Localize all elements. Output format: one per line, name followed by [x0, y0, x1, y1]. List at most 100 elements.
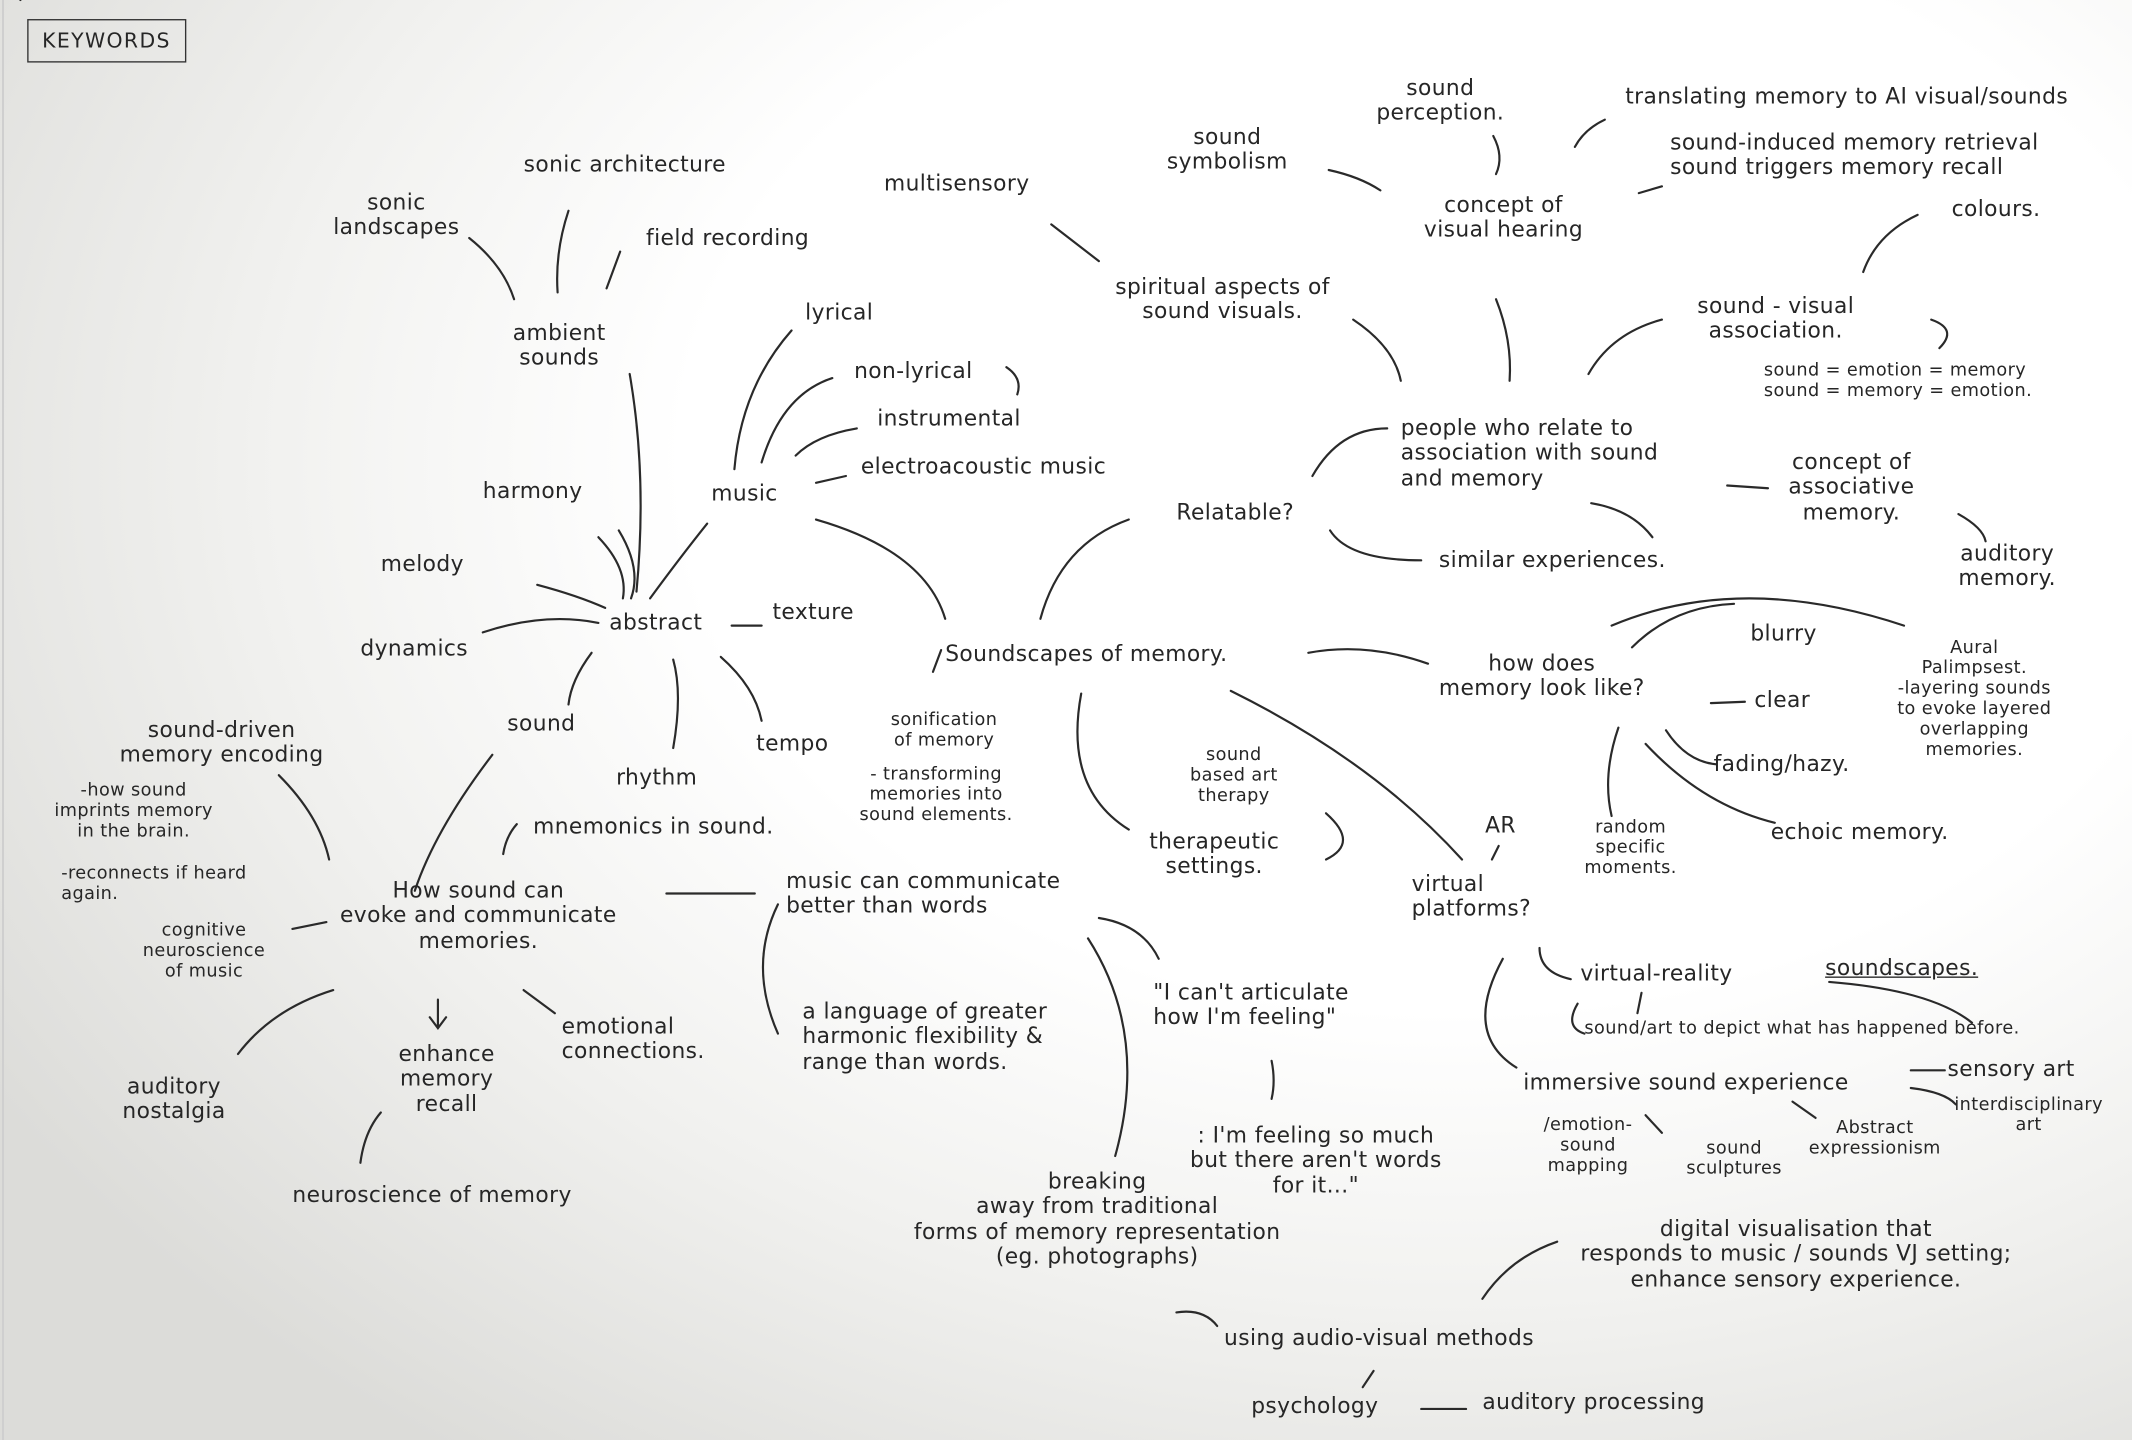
node-field-recording: field recording	[646, 224, 810, 251]
node-cant-articulate: "I can't articulate how I'm feeling"	[1153, 979, 1349, 1031]
node-sound-symbolism: sound symbolism	[1166, 123, 1288, 175]
connector	[1076, 692, 1130, 831]
paper-edge	[2, 0, 4, 1440]
connector	[1311, 427, 1389, 478]
connector	[760, 376, 834, 464]
node-abstract: abstract	[609, 609, 703, 636]
connector	[1610, 597, 1906, 627]
connector	[605, 250, 622, 290]
node-breaking-away: breaking away from traditional forms of …	[913, 1168, 1281, 1270]
node-relatable: Relatable?	[1176, 499, 1295, 525]
node-memory-look-like: how does memory look like?	[1438, 650, 1645, 701]
connector	[1636, 991, 1643, 1015]
connector	[1307, 648, 1430, 665]
node-sound-emotion-memory: sound = emotion = memory sound = memory …	[1763, 360, 2033, 402]
connector	[1828, 980, 1974, 1024]
node-electroacoustic: electroacoustic music	[860, 452, 1107, 479]
connector	[1352, 318, 1402, 382]
node-digital-visualisation: digital visualisation that responds to m…	[1580, 1215, 2012, 1292]
node-people-relate: people who relate to association with so…	[1400, 414, 1659, 491]
connector	[536, 583, 607, 610]
connector	[1630, 602, 1736, 649]
connector	[1573, 118, 1606, 148]
connector	[814, 474, 848, 484]
node-clear: clear	[1754, 686, 1811, 713]
node-sonic-architecture: sonic architecture	[523, 150, 726, 177]
node-tempo: tempo	[756, 730, 829, 757]
connector	[794, 427, 858, 457]
connector	[1086, 937, 1129, 1158]
node-sensory-art: sensory art	[1947, 1055, 2075, 1082]
connector	[1484, 957, 1518, 1069]
connector	[719, 655, 763, 722]
node-multisensory: multisensory	[884, 170, 1030, 196]
node-cognitive-neuroscience: cognitive neuroscience of music	[142, 920, 266, 982]
connector	[1664, 729, 1718, 766]
connector	[761, 903, 780, 1035]
connector	[1607, 726, 1620, 818]
node-lyrical: lyrical	[805, 299, 874, 326]
connector	[1538, 946, 1572, 981]
connector	[1039, 518, 1130, 620]
node-enhance-recall: enhance memory recall	[398, 1040, 495, 1117]
node-melody: melody	[380, 550, 464, 577]
node-fading-hazy: fading/hazy.	[1713, 750, 1850, 777]
node-sonic-landscapes: sonic landscapes	[333, 189, 460, 240]
node-virtual-platforms: virtual platforms?	[1411, 870, 1532, 922]
connector	[628, 372, 642, 593]
connector	[672, 658, 680, 750]
node-psychology: psychology	[1251, 1392, 1379, 1419]
connector	[1481, 1240, 1559, 1300]
node-virtual-reality: virtual-reality	[1580, 960, 1733, 986]
connector	[1270, 1059, 1275, 1100]
connector	[502, 823, 518, 856]
connector	[1571, 1002, 1586, 1035]
node-non-lyrical: non-lyrical	[854, 357, 973, 384]
connector	[522, 988, 556, 1015]
node-sound-driven-encoding: sound-driven memory encoding	[119, 716, 324, 768]
connector	[1229, 689, 1464, 861]
connector	[1957, 512, 1987, 543]
connector	[1327, 168, 1382, 192]
connector	[1726, 484, 1770, 490]
connector	[1791, 1100, 1817, 1120]
node-mnemonics: mnemonics in sound.	[533, 813, 774, 840]
connector	[236, 988, 335, 1056]
node-echoic-memory: echoic memory.	[1770, 818, 1949, 845]
node-audio-visual-methods: using audio-visual methods	[1224, 1324, 1534, 1351]
node-sound-induced-memory: sound-induced memory retrieval sound tri…	[1670, 129, 2039, 181]
node-auditory-nostalgia: auditory nostalgia	[122, 1073, 226, 1124]
connector	[1637, 185, 1664, 195]
node-feeling-so-much: : I'm feeling so much but there aren't w…	[1190, 1122, 1442, 1198]
connector	[1005, 366, 1020, 396]
node-texture: texture	[772, 598, 854, 625]
connector	[597, 536, 625, 600]
node-aural-palimpsest: Aural Palimpsest. -layering sounds to ev…	[1897, 637, 2052, 760]
node-harmony: harmony	[482, 477, 583, 504]
node-reconnects: -reconnects if heard again.	[61, 863, 247, 905]
node-imprints-memory: -how sound imprints memory in the brain.	[54, 780, 213, 842]
node-emotion-sound-mapping: /emotion- sound mapping	[1543, 1115, 1633, 1177]
node-sound-perception: sound perception.	[1376, 74, 1505, 126]
connector	[1590, 502, 1654, 539]
node-soundscapes-of-memory: Soundscapes of memory.	[945, 640, 1228, 667]
node-sound: sound	[507, 709, 576, 736]
connector	[1490, 844, 1500, 861]
node-associative-memory: concept of associative memory.	[1788, 448, 1915, 525]
connector	[277, 774, 331, 861]
node-music: music	[711, 480, 778, 506]
connector	[617, 529, 636, 600]
connector	[1175, 1310, 1219, 1328]
connector	[1324, 812, 1344, 861]
connector	[413, 753, 494, 892]
node-sonification: sonification of memory	[890, 709, 998, 751]
node-sound-visual-association: sound - visual association.	[1697, 292, 1855, 344]
connector	[1328, 529, 1423, 562]
node-therapeutic-settings: therapeutic settings.	[1149, 828, 1280, 880]
connector	[481, 618, 600, 634]
connector	[567, 651, 593, 706]
node-neuroscience-memory: neuroscience of memory	[292, 1181, 572, 1208]
connector	[1930, 318, 1949, 350]
